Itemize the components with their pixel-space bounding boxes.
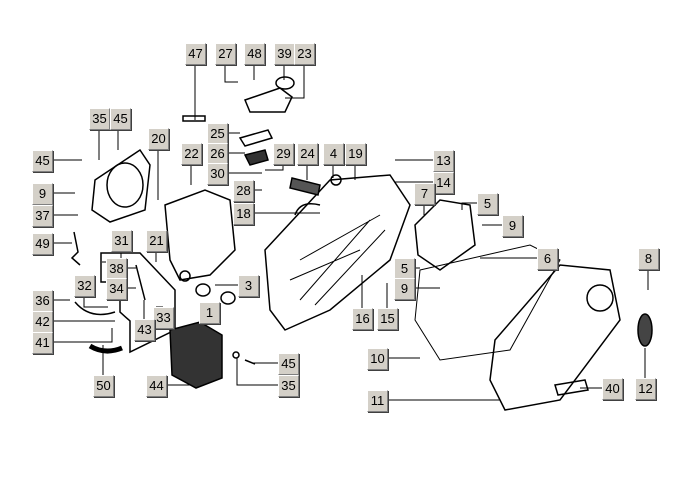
crankcase-grid xyxy=(289,214,386,306)
callout-label-34[interactable]: 34 xyxy=(106,278,127,300)
callout-label-31[interactable]: 31 xyxy=(111,230,132,252)
hose-50 xyxy=(88,343,123,354)
callout-label-9[interactable]: 9 xyxy=(502,215,523,237)
callout-label-23[interactable]: 23 xyxy=(294,43,315,65)
callout-label-24[interactable]: 24 xyxy=(297,143,318,165)
callout-label-37[interactable]: 37 xyxy=(32,205,53,227)
callout-label-48[interactable]: 48 xyxy=(244,43,265,65)
callout-label-33[interactable]: 33 xyxy=(153,307,174,329)
callout-label-7[interactable]: 7 xyxy=(414,183,435,205)
bracket-49 xyxy=(70,231,81,266)
callout-label-43[interactable]: 43 xyxy=(134,319,155,341)
callout-label-6[interactable]: 6 xyxy=(537,248,558,270)
callout-label-28[interactable]: 28 xyxy=(233,180,254,202)
callout-label-9[interactable]: 9 xyxy=(32,183,53,205)
label-40 xyxy=(554,379,589,396)
o-ring-39 xyxy=(275,76,295,90)
callout-label-32[interactable]: 32 xyxy=(74,275,95,297)
callout-label-15[interactable]: 15 xyxy=(377,308,398,330)
callout-label-11[interactable]: 11 xyxy=(367,390,388,412)
callout-label-26[interactable]: 26 xyxy=(207,143,228,165)
spring-24 xyxy=(289,177,321,196)
gasket-25 xyxy=(238,129,274,147)
callout-label-42[interactable]: 42 xyxy=(32,311,53,333)
callout-label-9[interactable]: 9 xyxy=(394,278,415,300)
callout-label-14[interactable]: 14 xyxy=(433,172,454,194)
callout-label-10[interactable]: 10 xyxy=(367,348,388,370)
callout-label-29[interactable]: 29 xyxy=(273,143,294,165)
callout-label-20[interactable]: 20 xyxy=(148,128,169,150)
callout-label-41[interactable]: 41 xyxy=(32,332,53,354)
callout-label-25[interactable]: 25 xyxy=(207,123,228,145)
callout-label-12[interactable]: 12 xyxy=(635,378,656,400)
callout-label-50[interactable]: 50 xyxy=(93,375,114,397)
callout-label-5[interactable]: 5 xyxy=(477,193,498,215)
cover-vent xyxy=(586,284,614,312)
crankcase-mount xyxy=(179,270,191,282)
callout-label-36[interactable]: 36 xyxy=(32,290,53,312)
callout-label-45[interactable]: 45 xyxy=(110,108,131,130)
callout-label-45[interactable]: 45 xyxy=(278,353,299,375)
fuel-pump-18 xyxy=(294,203,321,216)
cylinder-44 xyxy=(169,321,223,389)
callout-label-38[interactable]: 38 xyxy=(106,258,127,280)
callout-label-5[interactable]: 5 xyxy=(394,258,415,280)
bushing-3a xyxy=(195,283,211,297)
crankcase-right xyxy=(264,174,411,331)
lever-38 xyxy=(135,264,146,301)
cover-7 xyxy=(414,199,476,271)
callout-label-40[interactable]: 40 xyxy=(602,378,623,400)
callout-label-21[interactable]: 21 xyxy=(146,230,167,252)
filter-12 xyxy=(637,313,653,347)
intake-manifold-23 xyxy=(244,87,293,113)
callout-label-45[interactable]: 45 xyxy=(32,150,53,172)
callout-label-16[interactable]: 16 xyxy=(352,308,373,330)
bolt-45 xyxy=(244,359,256,365)
starter-ring xyxy=(106,162,144,208)
starter-motor-cover xyxy=(91,148,151,223)
callout-label-22[interactable]: 22 xyxy=(181,143,202,165)
reed-valve-26 xyxy=(243,149,269,166)
bushing-3b xyxy=(220,291,236,305)
callout-label-19[interactable]: 19 xyxy=(345,143,366,165)
crankcase-left xyxy=(164,189,236,281)
callout-label-47[interactable]: 47 xyxy=(185,43,206,65)
callout-label-13[interactable]: 13 xyxy=(433,150,454,172)
nut-35 xyxy=(232,351,240,359)
bushing-4 xyxy=(330,174,342,186)
pin-47 xyxy=(182,115,206,122)
callout-label-30[interactable]: 30 xyxy=(207,163,228,185)
callout-label-18[interactable]: 18 xyxy=(233,203,254,225)
callout-label-35[interactable]: 35 xyxy=(278,375,299,397)
callout-label-49[interactable]: 49 xyxy=(32,233,53,255)
callout-label-27[interactable]: 27 xyxy=(215,43,236,65)
callout-label-35[interactable]: 35 xyxy=(89,108,110,130)
callout-label-3[interactable]: 3 xyxy=(238,275,259,297)
callout-label-44[interactable]: 44 xyxy=(146,375,167,397)
callout-label-4[interactable]: 4 xyxy=(323,143,344,165)
callout-label-1[interactable]: 1 xyxy=(199,302,220,324)
gasket-10 xyxy=(414,244,561,361)
callout-label-39[interactable]: 39 xyxy=(274,43,295,65)
parts xyxy=(70,76,653,411)
leader-lines xyxy=(52,64,649,401)
hose-42 xyxy=(74,301,116,316)
outer-cover-11 xyxy=(489,264,621,411)
callout-label-8[interactable]: 8 xyxy=(638,248,659,270)
